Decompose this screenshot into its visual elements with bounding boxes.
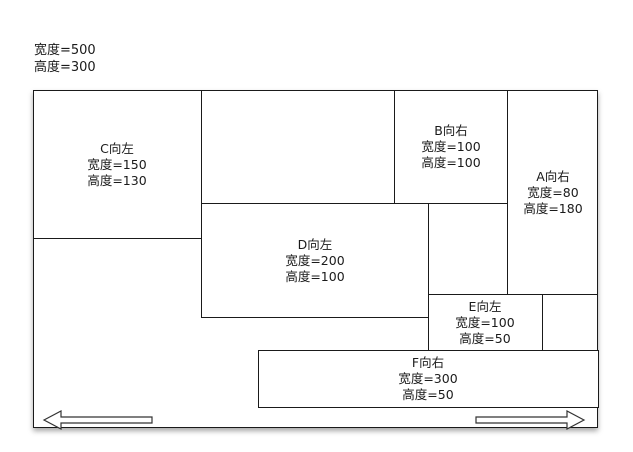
block-c xyxy=(33,90,202,239)
block-b-width: 宽度=100 xyxy=(421,139,481,154)
block-a-label: A向右 宽度=80 高度=180 xyxy=(503,169,603,217)
block-a-width: 宽度=80 xyxy=(527,185,579,200)
block-d-label: D向左 宽度=200 高度=100 xyxy=(265,237,365,285)
block-f-label: F向右 宽度=300 高度=50 xyxy=(378,355,478,403)
block-c-height: 高度=130 xyxy=(87,173,147,188)
block-c-name: C向左 xyxy=(100,141,134,156)
container-size-label: 宽度=500 高度=300 xyxy=(34,42,96,76)
container-height-label: 高度=300 xyxy=(34,60,96,75)
block-a-name: A向右 xyxy=(536,169,570,184)
block-d-width: 宽度=200 xyxy=(285,253,345,268)
block-f-height: 高度=50 xyxy=(402,387,454,402)
block-c-width: 宽度=150 xyxy=(87,157,147,172)
block-d-name: D向左 xyxy=(297,237,333,252)
block-f-width: 宽度=300 xyxy=(398,371,458,386)
block-e-name: E向左 xyxy=(468,299,502,314)
block-f-name: F向右 xyxy=(411,355,445,370)
block-gap xyxy=(428,203,508,295)
container-width-label: 宽度=500 xyxy=(34,43,96,58)
block-e-height: 高度=50 xyxy=(459,331,511,346)
block-f xyxy=(258,350,599,408)
block-a-height: 高度=180 xyxy=(523,201,583,216)
block-b-height: 高度=100 xyxy=(421,155,481,170)
block-c-label: C向左 宽度=150 高度=130 xyxy=(67,141,167,189)
block-d-height: 高度=100 xyxy=(285,269,345,284)
block-b-label: B向右 宽度=100 高度=100 xyxy=(401,123,501,171)
block-a xyxy=(507,90,598,295)
block-e xyxy=(428,294,543,352)
block-e-label: E向左 宽度=100 高度=50 xyxy=(435,299,535,347)
block-top-empty xyxy=(201,90,395,205)
block-b-name: B向右 xyxy=(434,123,468,138)
block-d xyxy=(201,203,429,318)
block-e-width: 宽度=100 xyxy=(455,315,515,330)
